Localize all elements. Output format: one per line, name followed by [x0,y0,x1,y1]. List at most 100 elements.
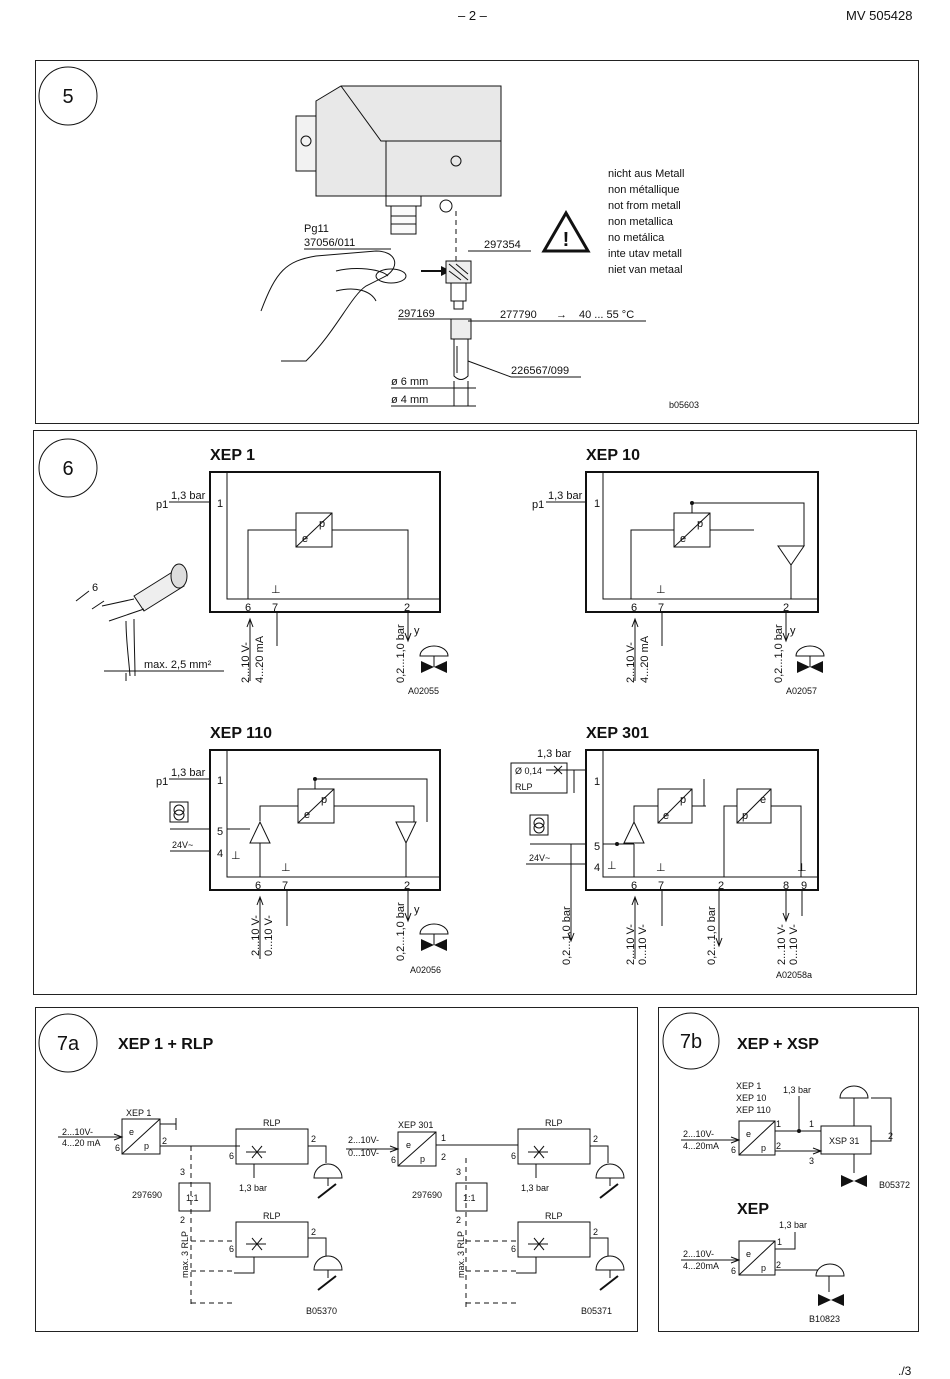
xep110-title: XEP 110 [210,725,272,742]
rlp-terminal-2: 2 [593,1134,598,1144]
xep110-terminal-1: 1 [217,775,223,787]
model-xep1: XEP 1 [736,1081,761,1091]
panel-5: 5 Pg11 37056/011 297354 297169 [35,60,919,424]
xep301-output-1: 0,2...1,0 bar [561,906,573,965]
xep110-input-v2: 0...10 V- [263,915,275,956]
actuator-icon [839,1085,869,1126]
terminal-6: 6 [391,1155,396,1165]
panel-6: 6 6 max. 2,5 mm² XEP 1 p1 1,3 bar 1 p e … [33,430,917,995]
fitting-297354 [445,260,472,310]
xep1-output: 0,2...1,0 bar [395,624,407,683]
actuator-icon [595,1255,625,1291]
transformer-icon [169,801,189,823]
xep301-supply: 24V~ [529,853,550,863]
xsp-terminal-3: 3 [809,1156,814,1166]
model-xep110: XEP 110 [736,1105,771,1115]
xep301-terminal-8: 8 [783,880,789,892]
xep110-terminal-2: 2 [404,880,410,892]
warning-line: nicht aus Metall [608,168,684,180]
xep110-code: A02056 [410,965,441,975]
diameter-4mm: ø 4 mm [391,394,428,406]
xep10-terminal-6: 6 [631,602,637,614]
temp-arrow: → [556,309,567,321]
valve-icon [795,645,825,673]
ground-symbol: ⊥ [281,862,291,874]
xep110-supply: 24V~ [172,840,193,850]
valve-icon [419,645,449,673]
xsp-label: XSP 31 [829,1136,859,1146]
part-297169: 297169 [398,308,435,320]
warning-line: non métallique [608,184,680,196]
pg-label: Pg11 [304,223,329,235]
xep301-rlp-system: XEP 301 e p 2...10V- 0...10V- 6 1 2 RLP … [346,1118,625,1316]
panel-5-drawing: 5 Pg11 37056/011 297354 297169 [38,66,699,410]
xep110-terminal-7: 7 [282,880,288,892]
panel-number-circle [662,1012,720,1070]
xep10-code: A02057 [786,686,817,696]
part-277790: 277790 [500,309,537,321]
xep110-pressure: 1,3 bar [171,767,206,779]
pressure-2: 1,3 bar [779,1220,807,1230]
valve-icon [841,1175,867,1187]
input-ma: 4...20mA [683,1141,719,1151]
terminal-3: 3 [456,1167,461,1177]
xep10-p: p [697,518,703,530]
xep301-output-v: 2...10 V- [776,924,788,965]
model-xep10: XEP 10 [736,1093,766,1103]
pressure: 1,3 bar [783,1085,811,1095]
ground-symbol: ⊥ [656,584,666,596]
ground-symbol: ⊥ [271,584,281,596]
input-v: 2...10V- [683,1129,714,1139]
xep10-input-v: 2...10 V- [625,642,637,683]
xep110-p1: p1 [156,776,168,788]
actuator-icon [313,1163,343,1199]
warning-line: inte utav metall [608,248,682,260]
rlp-label-2: RLP [545,1211,563,1221]
xep301-p: p [680,794,686,806]
terminal-3: 3 [180,1167,185,1177]
panel-number: 5 [62,86,73,108]
xep301-terminal-9: 9 [801,880,807,892]
xep301-rlp: RLP [515,782,533,792]
xep1-title: XEP 1 [210,447,255,464]
tube-226567 [450,318,472,380]
xep10-e: e [680,533,686,545]
rlp-label-2: RLP [263,1211,281,1221]
terminal-6: 6 [731,1145,736,1155]
terminal-2: 2 [441,1152,446,1162]
xep10-terminal-1: 1 [594,498,600,510]
hand-illustration [260,250,407,362]
valve-icon [419,923,449,951]
actuator-icon [815,1263,845,1277]
xep-e: e [746,1129,751,1139]
figure-code: b05603 [669,400,699,410]
input-ma: 4...20 mA [62,1138,101,1148]
xep301-rlp-box [510,762,568,794]
panel-number: 6 [62,458,73,480]
panel-number-circle [38,438,98,498]
actuator-icon [595,1163,625,1199]
xep301-title: XEP 301 [586,725,649,742]
xep-p: p [144,1141,149,1151]
xep301-p2: p [742,810,748,822]
xep2-e: e [746,1249,751,1259]
xep301-terminal-4: 4 [594,862,600,874]
ground-symbol: ⊥ [607,860,617,872]
panel-7a-drawing: 7a XEP 1 + RLP XEP 1 e p 2...10V- 4...20… [38,1013,625,1316]
xep2-terminal-6: 6 [731,1266,736,1276]
relay-part: 297690 [412,1190,442,1200]
actuator-icon [313,1255,343,1291]
panel-7a: 7a XEP 1 + RLP XEP 1 e p 2...10V- 4...20… [35,1007,638,1332]
warning-line: niet van metaal [608,264,683,276]
xep110-input-v: 2...10 V- [250,915,262,956]
document-id: MV 505428 [846,8,913,23]
xep10-terminal-2: 2 [783,602,789,614]
panel-7b-title: XEP + XSP [737,1036,819,1053]
xep1-code: A02055 [408,686,439,696]
xep10-title: XEP 10 [586,447,640,464]
max-rlp: max. 3 RLP [456,1231,466,1278]
panel-7b-title-2: XEP [737,1201,769,1218]
panel-number: 7a [57,1033,80,1055]
rlp-pressure: 1,3 bar [521,1183,549,1193]
xep110-e: e [304,809,310,821]
